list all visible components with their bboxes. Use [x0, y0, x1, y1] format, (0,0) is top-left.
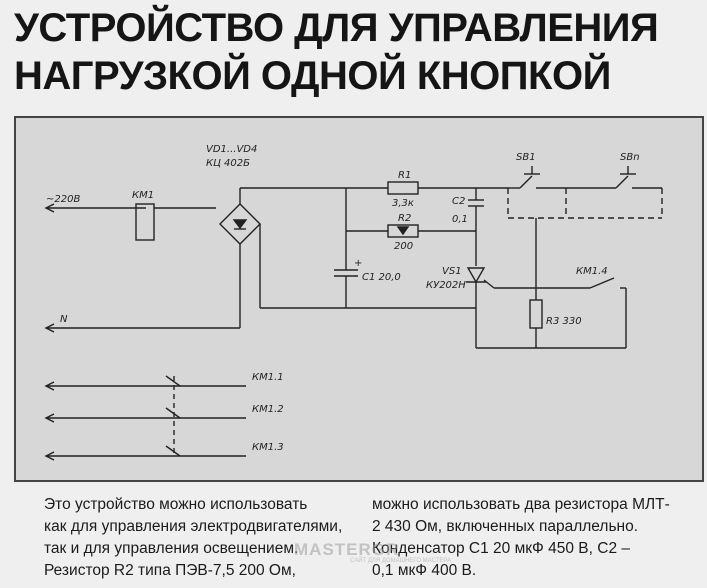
- r1-value: 3,3к: [392, 198, 414, 209]
- r2-label: R2: [398, 213, 411, 224]
- text-line: Конденсатор С1 20 мкФ 450 В, С2 –: [372, 540, 630, 557]
- r3-label: R3 330: [546, 316, 582, 327]
- r1-label: R1: [398, 170, 411, 181]
- sb1-label: SB1: [516, 152, 536, 163]
- text-line: Резистор R2 типа ПЭВ-7,5 200 Ом,: [44, 562, 296, 579]
- sbn-label: SBn: [620, 152, 640, 163]
- r2-value: 200: [394, 241, 413, 252]
- text-line: 0,1 мкФ 400 В.: [372, 562, 477, 579]
- watermark: MASTERGR: [294, 540, 400, 559]
- c2-value: 0,1: [452, 214, 468, 225]
- text-line: так и для управления освещением.: [44, 540, 299, 557]
- text-column-2: можно использовать два резистора МЛТ- 2 …: [372, 494, 704, 582]
- vd-type: КЦ 402Б: [206, 158, 250, 169]
- text-line: 2 430 Ом, включенных параллельно.: [372, 518, 639, 535]
- km11-label: КМ1.1: [252, 372, 284, 383]
- schematic-drawing: VD1...VD4 КЦ 402Б ~220В КМ1 N R1 3,3к R2…: [44, 144, 663, 461]
- ac-label: ~220В: [46, 194, 80, 205]
- c2-label: C2: [452, 196, 465, 207]
- vs1-type: КУ202Н: [426, 280, 466, 291]
- title-line-1: УСТРОЙСТВО ДЛЯ УПРАВЛЕНИЯ: [14, 6, 659, 50]
- article-title: УСТРОЙСТВО ДЛЯ УПРАВЛЕНИЯ НАГРУЗКОЙ ОДНО…: [14, 4, 704, 100]
- text-line: можно использовать два резистора МЛТ-: [372, 496, 670, 513]
- km13-label: КМ1.3: [252, 442, 284, 453]
- text-column-1: Это устройство можно использовать как дл…: [44, 494, 354, 582]
- circuit-schematic: VD1...VD4 КЦ 402Б ~220В КМ1 N R1 3,3к R2…: [14, 116, 704, 482]
- km1-label: КМ1: [132, 190, 154, 201]
- watermark-subtitle: САЙТ ДЛЯ ДОМАШНЕГО МАСТЕРА: [350, 558, 451, 564]
- c1-plus: +: [354, 258, 362, 269]
- text-line: как для управления электродвигателями,: [44, 518, 343, 535]
- km12-label: КМ1.2: [252, 404, 284, 415]
- n-label: N: [60, 314, 68, 325]
- text-line: Это устройство можно использовать: [44, 496, 308, 513]
- c1-label: C1 20,0: [362, 272, 401, 283]
- km14-label: КМ1.4: [576, 266, 608, 277]
- vd-label: VD1...VD4: [206, 144, 257, 155]
- vs1-label: VS1: [442, 266, 462, 277]
- title-line-2: НАГРУЗКОЙ ОДНОЙ КНОПКОЙ: [14, 54, 611, 98]
